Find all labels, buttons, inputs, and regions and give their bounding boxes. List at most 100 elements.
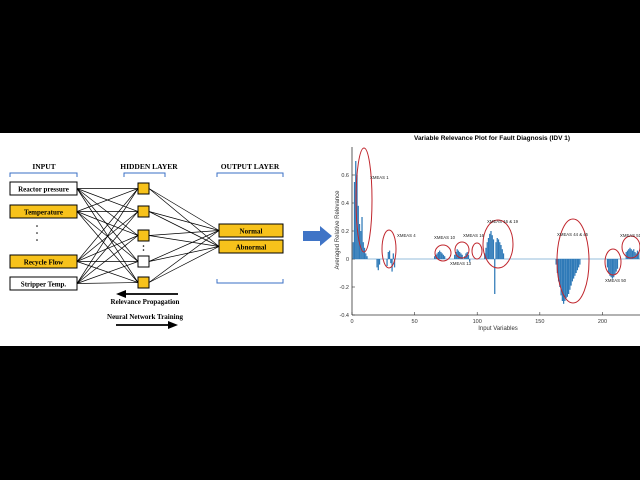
chart-ylabel: Averaged Relative Relevance <box>335 190 341 270</box>
annotation-label: XMEAS 13 <box>450 261 472 266</box>
bar <box>487 238 490 259</box>
chart-bars <box>352 161 640 304</box>
bar <box>570 259 572 286</box>
input-ellipsis <box>36 225 38 241</box>
bar <box>388 250 391 259</box>
bar <box>500 245 502 259</box>
bar <box>377 259 379 271</box>
connection-line <box>148 211 220 231</box>
bar <box>555 259 557 265</box>
input-title: INPUT <box>32 162 55 171</box>
bar <box>501 249 503 259</box>
connection-line <box>148 246 220 283</box>
bar <box>456 249 458 259</box>
annotation-label: XMEAS 16 <box>463 233 485 238</box>
x-tick-label: 150 <box>535 319 544 325</box>
bar <box>387 252 389 259</box>
bar <box>615 259 617 272</box>
connection-line <box>148 235 220 247</box>
bar <box>489 233 491 259</box>
bar <box>576 259 579 271</box>
annotation-label: XMEAS 50 <box>605 278 627 283</box>
bar <box>441 253 443 259</box>
bar <box>434 256 436 259</box>
network-connections <box>76 188 220 284</box>
x-tick-label: 0 <box>350 319 353 325</box>
output-label-normal: Normal <box>240 228 263 236</box>
training-arrow <box>116 321 178 329</box>
y-tick-label: -0.4 <box>340 313 349 319</box>
bar <box>628 249 630 259</box>
bar <box>616 259 619 269</box>
bar <box>579 259 581 265</box>
chart-xlabel: Input Variables <box>478 326 518 332</box>
bar <box>573 259 575 279</box>
bar <box>633 249 635 259</box>
connection-line <box>76 188 139 284</box>
annotation-ellipse <box>482 219 514 269</box>
annotation-label: XMEAS 4 <box>397 233 416 238</box>
x-tick-label: 100 <box>473 319 482 325</box>
bar <box>566 259 568 297</box>
bar <box>390 259 392 264</box>
bar <box>561 259 563 301</box>
bar <box>457 250 460 259</box>
bar <box>361 217 363 259</box>
input-box-stripper-temp <box>9 276 78 291</box>
training-label: Neural Network Training <box>107 313 183 321</box>
bar <box>560 259 562 296</box>
bar <box>491 235 493 259</box>
bar <box>574 259 576 276</box>
bar <box>502 253 505 259</box>
input-box-temperature <box>9 204 78 219</box>
neural-network-diagram: INPUT HIDDEN LAYER OUTPUT LAYER Reactor … <box>9 162 284 329</box>
chart-title: Variable Relevance Plot for Fault Diagno… <box>414 135 570 142</box>
bar <box>557 259 560 282</box>
y-tick-label: 0.4 <box>341 201 349 207</box>
input-bracket <box>9 172 78 177</box>
bar <box>454 254 456 259</box>
annotation-ellipse <box>471 242 483 260</box>
bar <box>392 253 394 259</box>
annotation-ellipse <box>556 218 590 304</box>
bar <box>497 239 500 259</box>
hidden-node <box>137 276 150 289</box>
annotation-label: XMEAS 10 <box>434 235 456 240</box>
bar <box>626 250 629 259</box>
bar <box>376 259 378 268</box>
bar <box>611 259 614 279</box>
bar <box>490 231 492 259</box>
hidden-node <box>137 205 150 218</box>
connection-line <box>148 211 220 247</box>
flow-arrow <box>303 226 332 246</box>
bar <box>562 259 565 304</box>
bar <box>631 250 634 259</box>
hidden-node <box>137 255 150 268</box>
bar <box>353 182 356 259</box>
relevance-propagation-arrow <box>116 290 178 298</box>
bar <box>496 238 498 259</box>
hidden-bracket <box>123 172 166 177</box>
bar <box>495 242 497 259</box>
y-tick-label: -0.2 <box>340 285 349 291</box>
output-label-abnormal: Abnormal <box>236 244 267 252</box>
output-bracket-bottom <box>216 279 284 284</box>
bar <box>606 259 609 268</box>
bar <box>492 239 495 259</box>
hidden-title: HIDDEN LAYER <box>120 162 178 171</box>
bar <box>571 259 574 282</box>
bar <box>565 259 567 299</box>
figure-panel: INPUT HIDDEN LAYER OUTPUT LAYER Reactor … <box>0 133 640 346</box>
annotation-ellipse <box>604 248 622 276</box>
annotation-label: XMEAS 1 <box>370 175 389 180</box>
input-box-reactor-pressure <box>9 181 78 196</box>
bar <box>494 259 496 294</box>
connection-line <box>148 230 220 236</box>
connection-line <box>148 230 220 262</box>
bar <box>365 253 367 259</box>
bar <box>564 259 566 301</box>
connection-line <box>76 261 139 284</box>
bar <box>569 259 571 290</box>
bar <box>352 242 354 259</box>
bar <box>440 252 442 259</box>
